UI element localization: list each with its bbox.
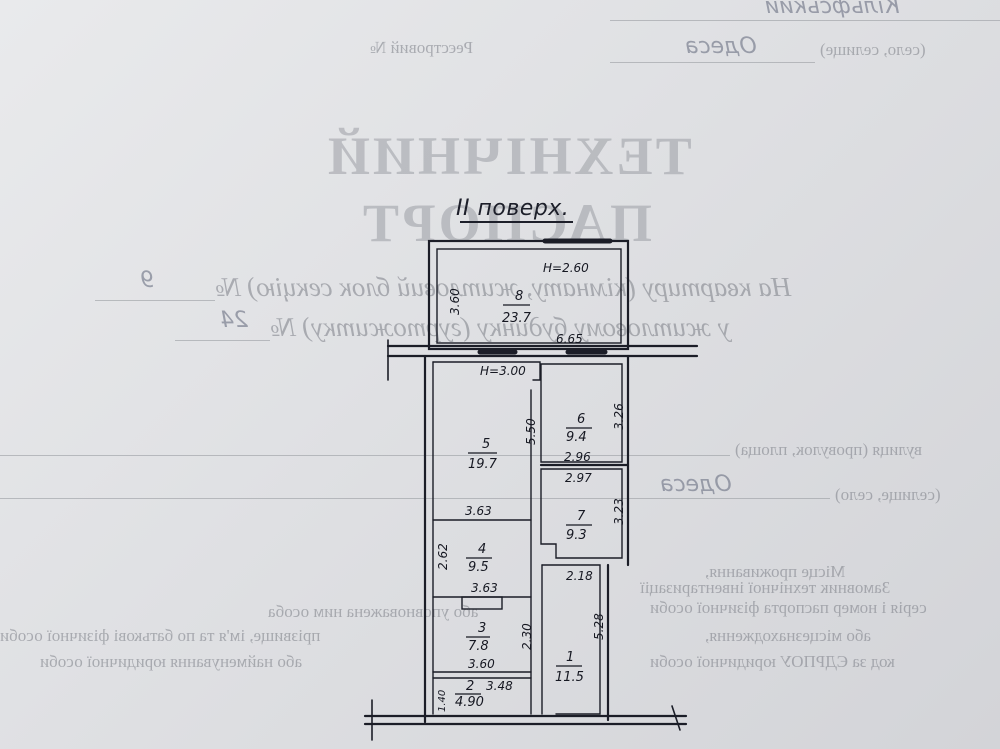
room-2-area: 4.90: [455, 695, 484, 710]
room-7-area: 9.3: [566, 528, 587, 543]
axis-bottom-tick-right: [671, 705, 681, 731]
dim-323: 3.23: [612, 498, 626, 525]
room-3-number: 3: [478, 621, 486, 636]
dim-550: 5.50: [524, 418, 538, 445]
settlement-underline: [0, 498, 830, 499]
floor-title: II поверх.: [456, 196, 574, 223]
top-underline: [610, 20, 1000, 21]
room-5-top: [432, 361, 541, 381]
room-5-number: 5: [482, 437, 490, 452]
dim-528: 5.28: [592, 613, 606, 640]
dim-262: 2.62: [436, 543, 450, 570]
room-8-area: 23.7: [502, 311, 532, 326]
room-4-area: 9.5: [468, 560, 489, 575]
room-8-number: 8: [515, 289, 523, 304]
dim-297: 2.97: [565, 471, 592, 485]
room-4-number: 4: [478, 542, 486, 557]
dim-665: 6.65: [556, 332, 583, 346]
dim-218: 2.18: [566, 569, 593, 583]
room-5-area: 19.7: [468, 457, 498, 472]
floor-title-text: II поверх.: [456, 196, 570, 221]
dim-296: 2.96: [564, 450, 591, 464]
dim-348: 3.48: [486, 679, 513, 693]
room-1-number: 1: [566, 650, 574, 665]
room-7-number: 7: [577, 509, 586, 524]
room-6-outline: [540, 363, 623, 463]
building-underline: [175, 340, 270, 341]
room-8-inner: [436, 248, 622, 344]
room-7-outline: [540, 468, 623, 559]
room-8-outline: [427, 239, 630, 351]
room-6-number: 6: [577, 412, 585, 427]
dim-230: 2.30: [520, 623, 534, 650]
street-underline: [0, 455, 730, 456]
floor-title-underline: [460, 221, 574, 223]
dim-360-left: 3.60: [448, 288, 462, 315]
height-top: H=2.60: [543, 261, 589, 275]
height-mid: H=3.00: [480, 364, 526, 378]
vent-block: [461, 596, 503, 610]
dim-363-top: 3.63: [465, 504, 492, 518]
room-2-number: 2: [466, 679, 474, 694]
dim-326: 3.26: [612, 403, 626, 430]
room-1-area: 11.5: [555, 670, 584, 685]
room-1-outline: [541, 564, 601, 715]
city-underline: [610, 62, 815, 63]
dim-360-bottom: 3.60: [468, 657, 495, 671]
dim-363-bottom: 3.63: [471, 581, 498, 595]
room-3-area: 7.8: [468, 639, 489, 654]
room-6-area: 9.4: [566, 430, 587, 445]
apartment-underline: [95, 300, 215, 301]
dim-140: 1.40: [437, 690, 448, 712]
